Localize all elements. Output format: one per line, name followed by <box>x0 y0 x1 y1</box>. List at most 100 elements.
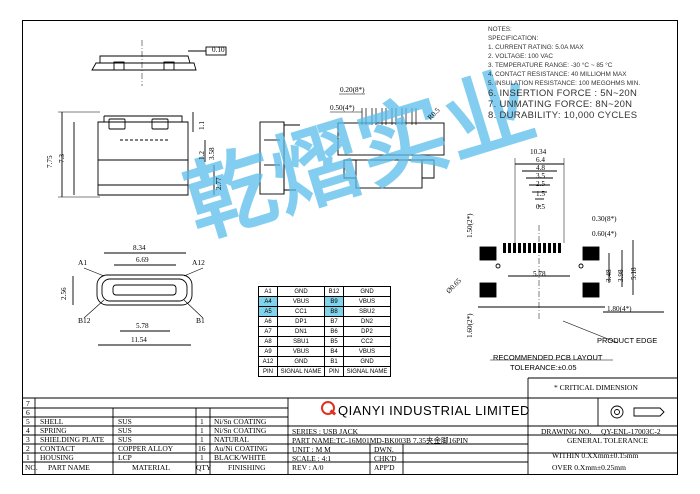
dim-1-1: 1.1 <box>198 121 206 130</box>
pin-cell: B8 <box>324 306 344 317</box>
drawing-no: QY-ENL-17003C-2 <box>601 427 661 436</box>
dim-7-75: 7.75 <box>46 155 54 168</box>
pin-label-b12: B12 <box>78 316 91 325</box>
series: SERIES : USB JACK <box>292 427 359 436</box>
pcb-dim: 4.8 <box>536 164 545 172</box>
bom-qty: 1 <box>200 453 204 462</box>
company-name: QIANYI INDUSTRIAL LIMITED <box>338 403 530 418</box>
drawn-by-label: DWN. <box>374 445 394 454</box>
bom-finishing: Au/Ni COATING <box>214 444 268 453</box>
dim-7-3: 7.3 <box>58 154 66 163</box>
bom-material: SUS <box>118 435 132 444</box>
signal-header: SIGNAL NAME <box>277 366 325 377</box>
signal-cell: VBUS <box>277 296 325 307</box>
pcb-dim: 0.5 <box>536 203 545 211</box>
dim-1-2: 1.2 <box>198 151 206 160</box>
pin-cell: A9 <box>258 346 278 357</box>
bom-part: CONTACT <box>40 444 75 453</box>
pin-label-a1: A1 <box>78 258 88 267</box>
dim-2-77: 2.77 <box>215 177 223 190</box>
dim-6-69: 6.69 <box>136 256 149 264</box>
bom-no: 7 <box>26 399 30 408</box>
product-edge-label: PRODUCT EDGE <box>597 336 658 345</box>
pcb-dim-3-98: 3.98 <box>617 269 625 282</box>
pin-header: PIN <box>258 366 278 377</box>
pcb-dim: 2.5 <box>536 180 545 188</box>
bom-no: 4 <box>26 426 30 435</box>
pin-cell: B1 <box>324 356 344 367</box>
bom-material: SUS <box>118 426 132 435</box>
signal-cell: GND <box>343 286 391 297</box>
tolerance-within: WITHIN 0.XXmm±0.15mm <box>552 451 639 460</box>
pin-cell: B5 <box>324 336 344 347</box>
signal-cell: DN2 <box>343 316 391 327</box>
pin-cell: B7 <box>324 316 344 327</box>
bom-qty: 1 <box>200 426 204 435</box>
dim-3-58: 3.58 <box>208 147 216 160</box>
pin-cell: A5 <box>258 306 278 317</box>
signal-header: SIGNAL NAME <box>343 366 391 377</box>
pcb-dim: 1.5 <box>536 190 545 198</box>
pin-cell: A4 <box>258 296 278 307</box>
critical-dimension-note: * CRITICAL DIMENSION <box>554 383 638 392</box>
bom-material: SUS <box>118 417 132 426</box>
spec-item: 7. UNMATING FORCE: 8N~20N <box>488 99 633 110</box>
pin-cell: A7 <box>258 326 278 337</box>
pcb-dim-1-50: 1.50(2*) <box>466 213 474 238</box>
bom-part: SHIELDING PLATE <box>40 435 105 444</box>
spec-item: 4. CONTACT RESISTANCE: 40 MILLIOHM MAX <box>488 71 627 78</box>
signal-cell: VBUS <box>343 346 391 357</box>
bom-no: 3 <box>26 435 30 444</box>
drawing-no-label: DRAWING NO. <box>541 427 592 436</box>
pcb-dim-5-78: 5.78 <box>533 270 546 278</box>
revision: REV : A/0 <box>292 463 324 472</box>
bom-finishing: Ni/Sn COATING <box>214 417 267 426</box>
bom-finishing: Ni/Sn COATING <box>214 426 267 435</box>
dim-11-54: 11.54 <box>131 336 147 344</box>
signal-cell: VBUS <box>277 346 325 357</box>
bom-no: 5 <box>26 417 30 426</box>
bom-no: 1 <box>26 453 30 462</box>
pin-cell: A12 <box>258 356 278 367</box>
signal-cell: VBUS <box>343 296 391 307</box>
signal-cell: GND <box>343 356 391 367</box>
pcb-dim-0-30: 0.30(8*) <box>592 215 617 223</box>
drawing-frame <box>22 20 678 475</box>
pcb-dim-1-80: 1.80(4*) <box>607 305 632 313</box>
pcb-dim: 3.5 <box>536 172 545 180</box>
scale: SCALE : 4:1 <box>292 454 332 463</box>
bom-qty: 1 <box>200 435 204 444</box>
dim-8-34: 8.34 <box>133 244 146 252</box>
pcb-dim-5-18: 5.18 <box>630 267 638 280</box>
spec-item: 1. CURRENT RATING: 5.0A MAX <box>488 44 584 51</box>
bom-part: SPRING <box>40 426 67 435</box>
pin-cell: B4 <box>324 346 344 357</box>
dim-5-78: 5.78 <box>136 322 149 330</box>
pin-cell: A6 <box>258 316 278 327</box>
bom-finishing: BLACK/WHITE <box>214 453 266 462</box>
general-tolerance: GENERAL TOLERANCE <box>567 436 648 445</box>
approved-by-label: APP'D <box>374 463 395 472</box>
flatness-dim: 0.10 <box>212 46 225 54</box>
bom-no: 2 <box>26 444 30 453</box>
signal-cell: GND <box>277 286 325 297</box>
spec-item: 8. DURABILITY: 10,000 CYCLES <box>488 110 638 121</box>
signal-cell: SBU2 <box>343 306 391 317</box>
bom-qty: 16 <box>198 444 206 453</box>
pcb-dim: 6.4 <box>536 156 545 164</box>
bom-material: LCP <box>118 453 132 462</box>
notes-subheading: SPECIFICATION: <box>488 35 539 42</box>
signal-cell: CC2 <box>343 336 391 347</box>
signal-cell: DN1 <box>277 326 325 337</box>
pcb-tolerance: TOLERANCE:±0.05 <box>510 363 577 372</box>
dim-0-50: 0.50(4*) <box>330 104 355 112</box>
spec-item: 3. TEMPERATURE RANGE: -30 °C ~ 85 °C <box>488 62 613 69</box>
